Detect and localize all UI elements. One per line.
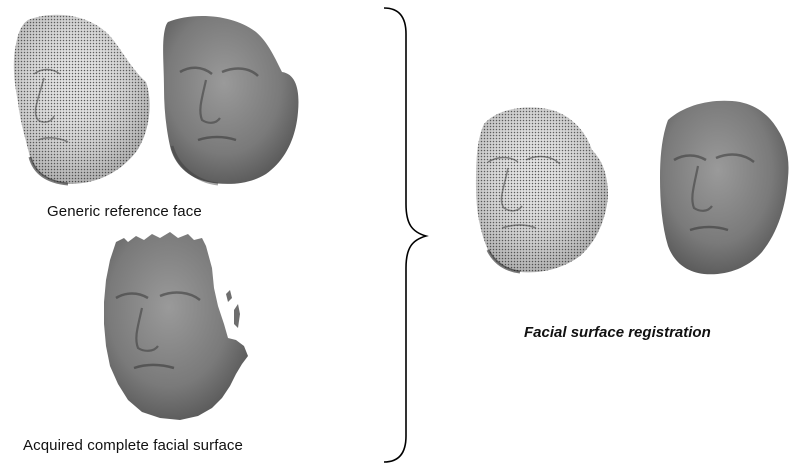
reference-face-caption: Generic reference face	[47, 203, 202, 220]
grouping-brace	[380, 4, 440, 466]
registered-face-shaded	[656, 98, 791, 278]
reference-face-shaded	[158, 12, 303, 187]
acquired-face-surface	[98, 228, 260, 428]
acquired-face-caption: Acquired complete facial surface	[23, 437, 243, 454]
registration-caption: Facial surface registration	[524, 324, 711, 341]
reference-face-mesh	[8, 12, 154, 187]
registered-face-mesh	[468, 104, 614, 276]
